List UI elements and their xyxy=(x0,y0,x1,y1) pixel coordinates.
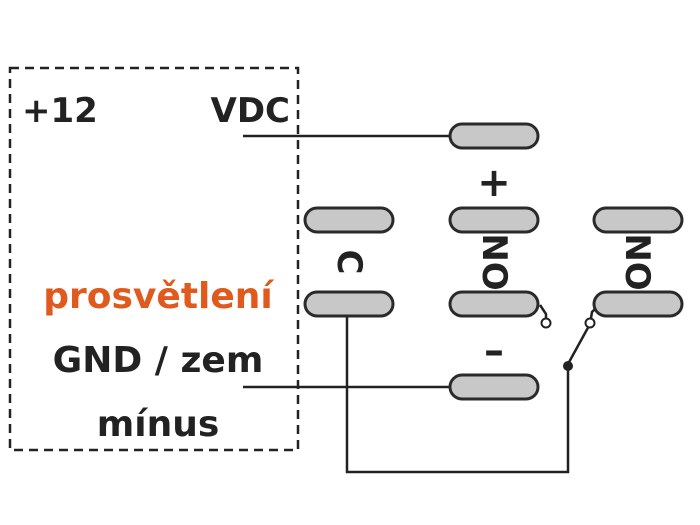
switch-contact-left xyxy=(540,317,552,329)
switch-pivot-dot xyxy=(563,361,573,371)
terminal-gnd xyxy=(448,373,540,401)
terminal-no-left-top xyxy=(448,206,540,234)
terminal-com-top xyxy=(303,206,395,234)
terminal-no-right-bottom xyxy=(592,290,684,318)
terminal-no-left-bottom xyxy=(448,290,540,318)
lug-no-left xyxy=(538,304,548,318)
label-minus-sign: – xyxy=(484,328,504,374)
switch-contact-right xyxy=(584,317,596,329)
switch-lever xyxy=(566,323,592,365)
terminal-vdc xyxy=(448,122,540,150)
label-com: C xyxy=(329,250,369,275)
label-gnd: GND / zem xyxy=(53,340,264,381)
label-no-right: NO xyxy=(617,233,657,290)
label-vdc: VDC xyxy=(211,91,291,131)
power-supply-box xyxy=(8,66,300,452)
label-prosvetleni: prosvětlení xyxy=(43,276,274,317)
label-no-left: NO xyxy=(474,233,514,290)
wire-common-loop xyxy=(345,305,570,474)
label-minus-word: mínus xyxy=(97,404,220,445)
terminal-com-bottom xyxy=(303,290,395,318)
terminal-no-right-top xyxy=(592,206,684,234)
label-plus12: +12 xyxy=(22,91,98,131)
label-plus-sign: + xyxy=(477,160,511,206)
